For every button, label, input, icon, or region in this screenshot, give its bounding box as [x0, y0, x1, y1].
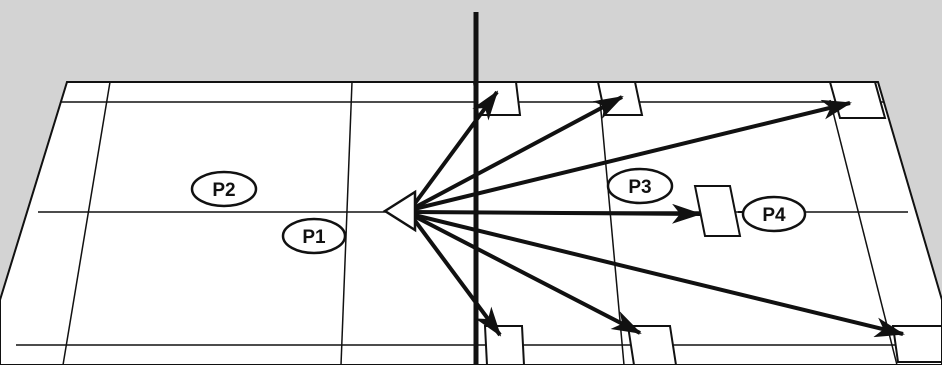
player-p2-oval	[190, 170, 258, 208]
player-p1-oval	[281, 217, 347, 255]
player-p2[interactable]: P2	[190, 170, 258, 208]
marker-top-3	[828, 81, 887, 119]
arrow-to-top-3	[409, 99, 852, 212]
player-p2-label: P2	[212, 180, 235, 201]
player-p3-label: P3	[628, 177, 651, 198]
arrow-to-top-1	[408, 90, 499, 212]
player-p3-oval	[606, 167, 674, 205]
arrow-to-top-2	[409, 95, 624, 212]
player-p4-label: P4	[762, 205, 786, 226]
arrow-to-bottom-1	[408, 212, 502, 337]
player-p4[interactable]: P4	[741, 195, 807, 233]
field-surface	[0, 81, 942, 365]
player-p3[interactable]: P3	[606, 167, 674, 205]
marker-bottom-1	[483, 325, 526, 365]
arrow-to-center	[409, 203, 702, 224]
markers	[472, 81, 942, 365]
marker-top-1	[472, 81, 522, 116]
marker-bottom-2	[626, 325, 678, 365]
arrow-to-bottom-2	[409, 212, 642, 335]
arrow-to-bottom-3	[409, 212, 905, 338]
arrows	[408, 90, 905, 338]
marker-bottom-3	[891, 325, 942, 363]
player-p4-oval	[741, 195, 807, 233]
player-p1-label: P1	[302, 227, 326, 248]
triangle-icon	[382, 189, 417, 233]
player-p1[interactable]: P1	[281, 217, 347, 255]
